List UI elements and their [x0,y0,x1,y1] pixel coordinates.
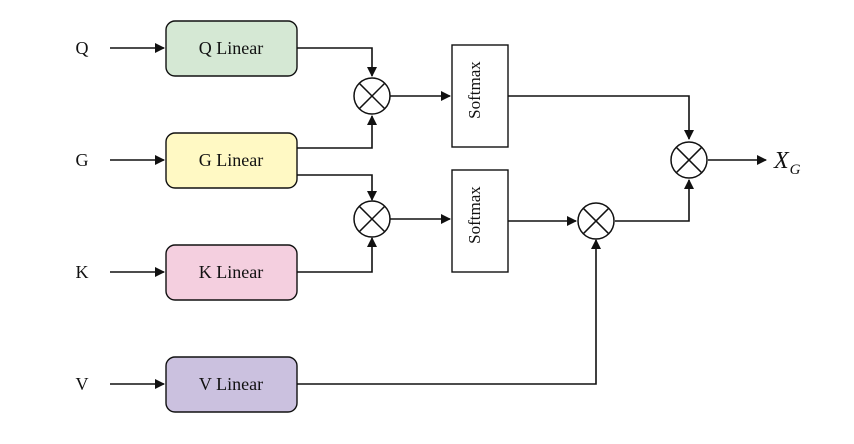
input-q-label: Q [76,38,89,58]
softmax-top-block: Softmax [451,44,509,148]
wire-g-to-mult1 [297,115,377,149]
wire-softmax-top-to-mult4 [508,95,694,140]
g-linear-box [165,132,298,189]
input-k-label: K [76,262,89,282]
output-label-base: X [773,148,790,174]
softmax-top-label: Softmax [465,61,484,119]
g-linear-block: G Linear [165,132,298,189]
input-v-label: V [76,374,89,394]
g-linear-label: G Linear [199,150,263,170]
softmax-bottom-block: Softmax [451,169,509,273]
v-linear-label: V Linear [199,374,263,394]
q-linear-label: Q Linear [199,38,263,58]
wire-q-to-mult1 [297,47,377,77]
multiply-node-v [577,202,615,240]
k-linear-label: K Linear [199,262,263,282]
v-linear-block: V Linear [165,356,298,413]
output-label-subscript: G [790,162,801,178]
multiply-node-output [670,141,708,179]
q-linear-block: Q Linear [165,20,298,77]
softmax-bottom-label: Softmax [465,186,484,244]
multiply-node-gk [353,200,391,238]
wire-mult3-to-mult4 [615,179,694,222]
wire-k-to-mult2 [297,237,377,273]
wire-v-to-mult3 [297,239,601,385]
softmax-bottom-box [451,169,509,273]
input-g-label: G [76,150,89,170]
wire-g-to-mult2 [297,174,377,201]
output-label: XG [773,148,801,178]
multiply-node-qg [353,77,391,115]
k-linear-block: K Linear [165,244,298,301]
